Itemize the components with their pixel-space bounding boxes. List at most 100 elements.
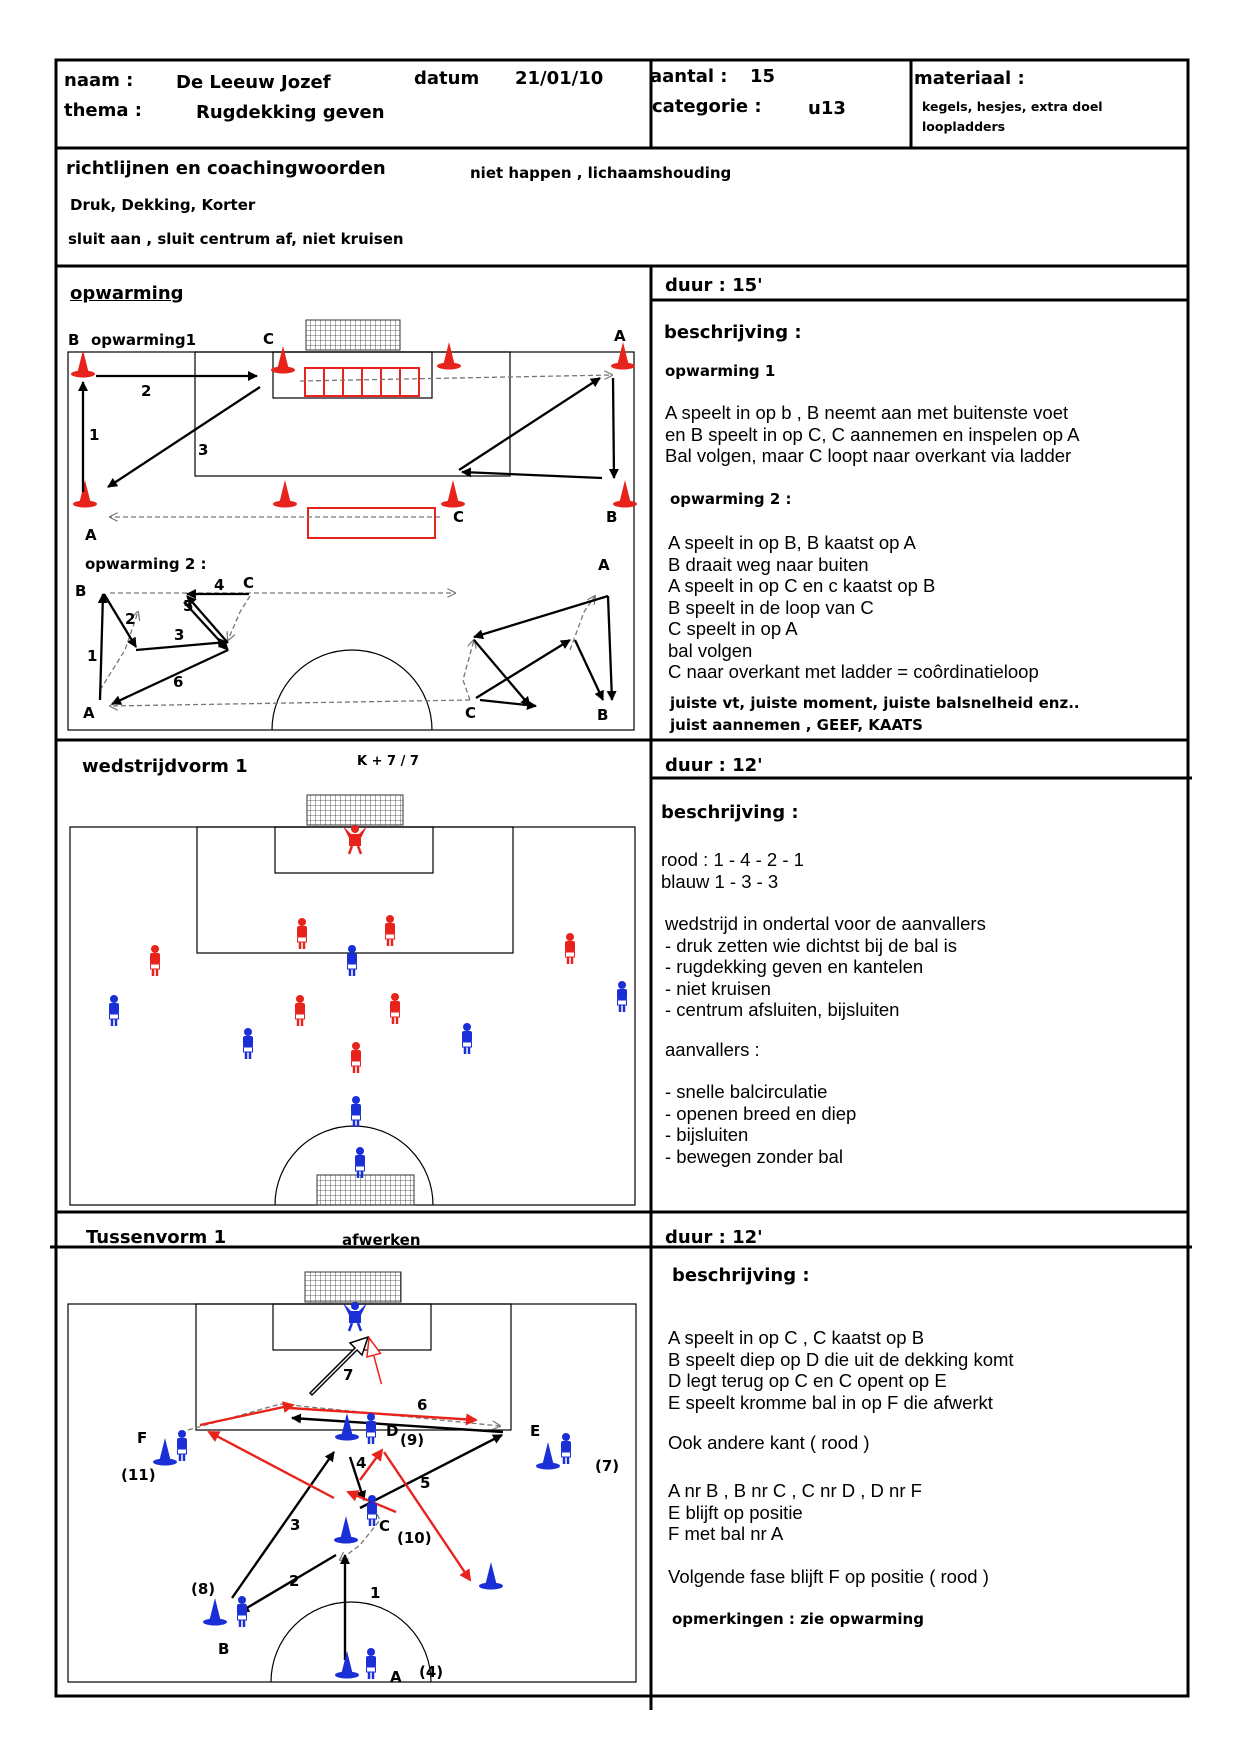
label-n9: (9) xyxy=(400,1431,424,1449)
arrow-label-4: 4 xyxy=(356,1454,366,1472)
intermediate-duration: duur : 12' xyxy=(665,1227,763,1248)
opwarming2-label: opwarming 2 : xyxy=(85,555,207,573)
intermediate-lines-a: A speelt in op C , C kaatst op B B speel… xyxy=(668,1327,1014,1413)
thema-value: Rugdekking geven xyxy=(196,102,385,123)
label-c: C xyxy=(243,574,254,592)
warmup-part2-title: opwarming 2 : xyxy=(670,490,792,508)
cone xyxy=(536,1442,560,1470)
goalkeeper-red xyxy=(343,825,367,855)
ladder xyxy=(304,367,436,539)
text-line: F met bal nr A xyxy=(668,1523,784,1544)
goal-net xyxy=(316,1174,415,1206)
datum-label: datum xyxy=(414,68,480,89)
label-f: F xyxy=(137,1429,147,1447)
opwarming1-label: opwarming1 xyxy=(91,331,196,349)
label-b: B xyxy=(75,582,86,600)
goal-net xyxy=(305,319,401,351)
label-a: A xyxy=(598,556,610,574)
intermediate-lines-c: A nr B , B nr C , C nr D , D nr F E blij… xyxy=(668,1480,922,1545)
intermediate-title: Tussenvorm 1 xyxy=(86,1227,227,1248)
text-line: - centrum afsluiten, bijsluiten xyxy=(665,999,900,1020)
match-duration: duur : 12' xyxy=(665,755,763,776)
match-title: wedstrijdvorm 1 xyxy=(82,756,248,777)
materiaal-line1: kegels, hesjes, extra doel xyxy=(922,99,1103,114)
naam-value: De Leeuw Jozef xyxy=(176,72,331,93)
text-line: - bewegen zonder bal xyxy=(665,1145,843,1167)
cone xyxy=(335,1651,359,1679)
arrow-label-2: 2 xyxy=(289,1572,299,1590)
label-a: A xyxy=(83,704,95,722)
warmup-desc-title: beschrijving : xyxy=(664,322,802,343)
label-5: 5 xyxy=(183,597,193,615)
label-b: B xyxy=(597,706,608,724)
remark-line: juist aannemen , GEEF, KAATS xyxy=(670,716,923,734)
guidelines-line1: Druk, Dekking, Korter xyxy=(70,196,256,214)
label-a: A xyxy=(614,327,626,345)
label-c: C xyxy=(379,1517,390,1535)
text-line: B draait weg naar buiten xyxy=(668,553,869,575)
text-line: A speelt in op C , C kaatst op B xyxy=(668,1327,925,1348)
guidelines-title: richtlijnen en coachingwoorden xyxy=(66,158,386,179)
datum-value: 21/01/10 xyxy=(515,68,604,89)
arrow-label-3: 3 xyxy=(290,1516,300,1534)
intermediate-desc-title: beschrijving : xyxy=(672,1265,810,1286)
player-d xyxy=(364,1411,378,1446)
cone xyxy=(334,1516,358,1544)
text-line: Bal volgen, maar C loopt naar overkant v… xyxy=(665,445,1072,466)
text-line: A speelt in op C en c kaatst op B xyxy=(668,575,936,596)
label-6: 6 xyxy=(173,673,183,691)
goalkeeper-blue xyxy=(343,1302,367,1332)
label-b: B xyxy=(606,508,617,526)
text-line: en B speelt in op C, C aannemen en inspe… xyxy=(665,423,1080,445)
label-n11: (11) xyxy=(121,1466,156,1484)
text-line: - bijsluiten xyxy=(665,1124,749,1145)
player-c xyxy=(365,1493,379,1528)
label-3: 3 xyxy=(198,441,208,459)
label-a: A xyxy=(85,526,97,544)
text-line: E speelt kromme bal in op F die afwerkt xyxy=(668,1391,993,1413)
text-line: wedstrijd in ondertal voor de aanvallers xyxy=(665,913,986,934)
label-b: B xyxy=(68,331,79,349)
label-c: C xyxy=(465,704,476,722)
player-f xyxy=(175,1428,189,1463)
goal-net xyxy=(304,1271,402,1303)
label-n10: (10) xyxy=(397,1529,432,1547)
label-c: C xyxy=(263,330,274,348)
label-n7: (7) xyxy=(595,1457,619,1475)
text-line: - druk zetten wie dichtst bij de bal is xyxy=(665,934,958,956)
cone xyxy=(203,1598,227,1626)
text-line: A nr B , B nr C , C nr D , D nr F xyxy=(668,1480,922,1501)
categorie-label: categorie : xyxy=(652,96,762,117)
text-line: B speelt diep op D die uit de dekking ko… xyxy=(668,1348,1014,1370)
label-2: 2 xyxy=(141,382,151,400)
warmup-title: opwarming xyxy=(70,283,184,304)
text-line: C speelt in op A xyxy=(668,618,798,639)
warmup-part1-text: A speelt in op b , B neemt aan met buite… xyxy=(665,402,1079,467)
attackers-title: aanvallers : xyxy=(665,1039,760,1060)
aantal-value: 15 xyxy=(750,66,776,87)
text-line: - rugdekking geven en kantelen xyxy=(665,956,924,977)
guidelines-line2: sluit aan , sluit centrum af, niet kruis… xyxy=(68,230,404,248)
warmup-remarks: juiste vt, juiste moment, juiste balsnel… xyxy=(670,692,1080,736)
label-1: 1 xyxy=(87,647,97,665)
arrow-label-1: 1 xyxy=(370,1584,380,1602)
cone xyxy=(153,1438,177,1466)
match-lines-b: wedstrijd in ondertal voor de aanvallers… xyxy=(665,913,986,1021)
text-line: bal volgen xyxy=(668,639,753,661)
aantal-label: aantal : xyxy=(650,66,728,87)
label-4: 4 xyxy=(214,576,224,594)
intermediate-subtitle: afwerken xyxy=(342,1231,421,1249)
guidelines-extra: niet happen , lichaamshouding xyxy=(470,164,732,182)
text-line: E blijft op positie xyxy=(668,1501,803,1523)
text-line: A speelt in op B, B kaatst op A xyxy=(668,532,916,553)
label-e: E xyxy=(530,1422,540,1440)
text-line: A speelt in op b , B neemt aan met buite… xyxy=(665,402,1069,423)
label-3: 3 xyxy=(174,626,184,644)
text-line: B speelt in de loop van C xyxy=(668,596,874,618)
label-n4: (4) xyxy=(419,1663,443,1681)
text-line: blauw 1 - 3 - 3 xyxy=(661,870,779,892)
shot-arrow-red xyxy=(366,1335,383,1385)
